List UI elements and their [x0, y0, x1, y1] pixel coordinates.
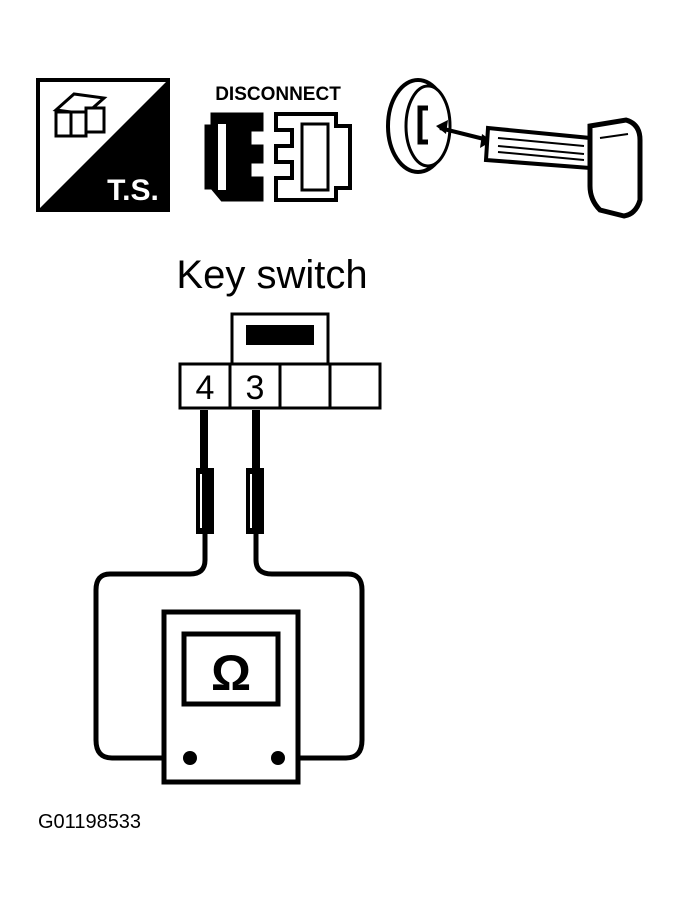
disconnect-connector-icon: DISCONNECT	[204, 84, 352, 202]
ohmmeter: Ω	[161, 609, 301, 785]
ohm-symbol: Ω	[211, 645, 251, 701]
meter-display	[181, 631, 281, 707]
meter-terminal-right	[271, 751, 285, 765]
connector-latch	[246, 325, 314, 345]
key-switch-connector: 4 3	[178, 312, 382, 410]
figure-id: G01198533	[38, 811, 141, 833]
key-ignition-icon	[386, 78, 643, 219]
terminal-3-label: 3	[246, 369, 265, 407]
terminal-4-label: 4	[196, 369, 215, 407]
meter-terminal-left	[183, 751, 197, 765]
test-leads	[93, 534, 365, 761]
test-probes	[196, 410, 264, 534]
trouble-shooting-icon: T.S.	[36, 78, 170, 212]
diagram-title: Key switch	[176, 253, 367, 297]
disconnect-label: DISCONNECT	[215, 84, 341, 105]
ts-label: T.S.	[107, 174, 159, 207]
